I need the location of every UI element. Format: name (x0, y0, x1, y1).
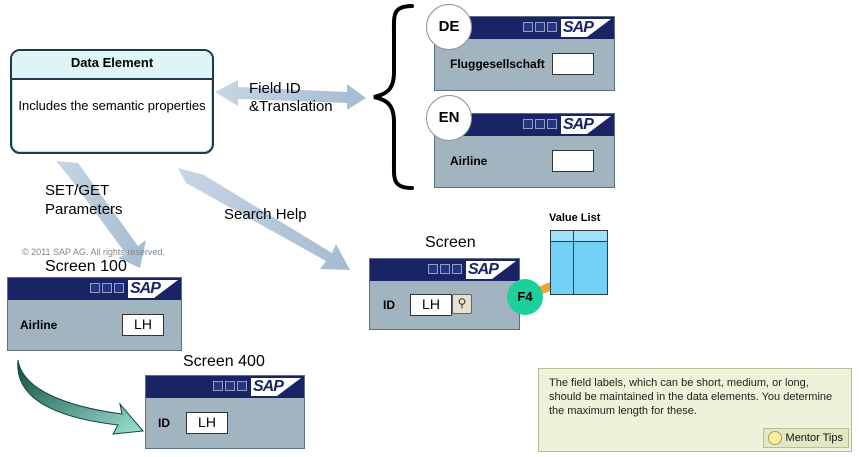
field-input-id[interactable]: LH (186, 412, 228, 434)
window-control-icon[interactable] (547, 119, 557, 129)
window-title-bar: SAP (435, 114, 614, 136)
window-control-icon[interactable] (547, 22, 557, 32)
screen-400-caption: Screen 400 (183, 353, 265, 370)
screen-transfer-arrow (17, 359, 144, 435)
value-list-table (550, 230, 608, 295)
field-id-arrow (215, 80, 366, 110)
field-input-search-id[interactable]: LH (410, 294, 452, 316)
mentor-tips-box: The field labels, which can be short, me… (538, 368, 852, 452)
sap-logo-icon: SAP (561, 116, 611, 134)
window-control-icon[interactable] (428, 264, 438, 274)
field-label-search-id: ID (383, 298, 395, 312)
curly-brace-icon (373, 4, 414, 190)
field-id-label: Field ID &Translation (249, 80, 333, 115)
window-control-icon[interactable] (535, 22, 545, 32)
search-help-icon[interactable]: ⚲ (452, 294, 472, 314)
field-label-de: Fluggesellschaft (450, 57, 545, 71)
badge-de: DE (426, 4, 472, 50)
sap-logo-icon: SAP (128, 280, 178, 298)
sap-logo-icon: SAP (466, 261, 516, 279)
window-title-bar: SAP (146, 376, 304, 398)
copyright-text: © 2011 SAP AG. All rights reserved. (22, 247, 165, 257)
window-control-icon[interactable] (102, 283, 112, 293)
value-list-caption: Value List (549, 212, 601, 224)
data-element-box: Data Element Includes the semantic prope… (10, 49, 214, 154)
value-list-header (551, 231, 607, 242)
data-element-title: Data Element (12, 51, 212, 80)
window-control-icon[interactable] (523, 119, 533, 129)
data-element-description: Includes the semantic properties (18, 98, 206, 113)
window-control-icon[interactable] (213, 381, 223, 391)
window-control-icon[interactable] (114, 283, 124, 293)
window-control-icon[interactable] (523, 22, 533, 32)
window-title-bar: SAP (435, 17, 614, 39)
screen-search-caption: Screen (425, 234, 476, 251)
window-control-icon[interactable] (237, 381, 247, 391)
mentor-tips-text: The field labels, which can be short, me… (549, 377, 833, 417)
mentor-tips-button[interactable]: Mentor Tips (762, 428, 849, 448)
sap-logo-icon: SAP (251, 378, 301, 396)
window-control-icon[interactable] (90, 283, 100, 293)
window-control-icon[interactable] (452, 264, 462, 274)
value-list-divider (573, 231, 574, 294)
window-control-icon[interactable] (440, 264, 450, 274)
search-help-arrow (178, 168, 350, 270)
screen-100-caption: Screen 100 (45, 258, 127, 275)
window-de: SAP Fluggesellschaft (434, 16, 615, 91)
field-input-en[interactable] (552, 150, 594, 172)
badge-en: EN (426, 95, 472, 141)
window-screen-400: SAP ID LH (145, 375, 305, 449)
set-get-arrow (56, 161, 146, 268)
set-get-label: SET/GET Parameters (45, 182, 123, 218)
field-input-de[interactable] (552, 53, 594, 75)
window-screen-search: SAP ID LH (369, 258, 520, 330)
lightbulb-icon (767, 431, 782, 445)
search-help-label: Search Help (224, 206, 307, 223)
field-input-airline[interactable]: LH (122, 314, 164, 336)
f4-badge: F4 (507, 279, 543, 315)
field-label-en: Airline (450, 154, 488, 168)
field-label-airline: Airline (20, 318, 58, 332)
window-control-icon[interactable] (535, 119, 545, 129)
mentor-tips-label: Mentor Tips (785, 432, 843, 444)
window-title-bar: SAP (8, 278, 181, 300)
sap-logo-icon: SAP (561, 19, 611, 37)
window-control-icon[interactable] (225, 381, 235, 391)
window-title-bar: SAP (370, 259, 519, 281)
window-screen-100: SAP Airline LH (7, 277, 182, 351)
field-label-id: ID (158, 416, 170, 430)
